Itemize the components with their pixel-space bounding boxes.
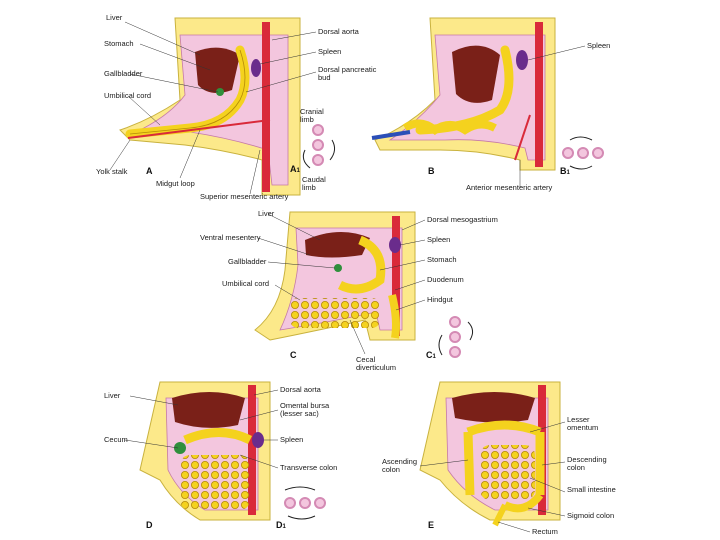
transverse-colon <box>183 428 253 445</box>
liver <box>195 47 240 94</box>
panel-letter-b: B <box>428 166 435 176</box>
hindgut <box>388 294 400 339</box>
yolk-stalk <box>371 130 411 140</box>
label-stomach-c: Stomach <box>427 255 457 264</box>
label-caudal-limb: Caudal limb <box>302 175 326 192</box>
panel-b <box>371 17 604 171</box>
spleen <box>516 50 528 70</box>
label-ventral-mesentery: Ventral mesentery <box>200 233 261 242</box>
dorsal-aorta <box>262 22 270 192</box>
label-anterior-mesenteric-artery: Anterior mesenteric artery <box>466 183 553 192</box>
label-superior-mesenteric-artery: Superior mesenteric artery <box>200 192 289 201</box>
panel-e <box>419 381 561 527</box>
liver <box>172 392 245 428</box>
rectum <box>492 503 508 527</box>
ascending-colon <box>463 431 475 496</box>
label-transverse-colon: Transverse colon <box>280 463 338 472</box>
panel-d <box>139 381 326 521</box>
label-lesser-omentum: Lesser omentum <box>567 415 599 432</box>
liver <box>305 231 370 258</box>
label-umbilical-cord-c: Umbilical cord <box>222 279 270 288</box>
label-gallbladder: Gallbladder <box>104 69 143 78</box>
label-spleen-d: Spleen <box>280 435 304 444</box>
small-intestine-loops <box>290 298 380 328</box>
label-cecal-diverticulum: Cecal diverticulum <box>356 355 397 372</box>
rotation-label-d1: D1 <box>276 520 286 530</box>
small-intestine-loops <box>180 455 250 510</box>
label-yolk-stalk: Yolk stalk <box>96 167 128 176</box>
label-dorsal-pancreatic-bud: Dorsal pancreatic bud <box>318 65 377 82</box>
panel-letter-a: A <box>146 166 153 176</box>
spleen <box>252 432 264 448</box>
spleen <box>389 237 401 253</box>
small-intestine-loops <box>480 445 535 500</box>
label-stomach: Stomach <box>104 39 134 48</box>
label-small-intestine: Small intestine <box>567 485 616 494</box>
panel-c <box>254 211 474 358</box>
label-spleen: Spleen <box>318 47 342 56</box>
dorsal-aorta <box>248 385 256 515</box>
rotation-label-a1: A1 <box>290 164 300 174</box>
rotation-label-c1: C1 <box>426 350 436 360</box>
stomach <box>452 45 500 103</box>
liver <box>452 392 535 423</box>
label-umbilical-cord: Umbilical cord <box>104 91 152 100</box>
rotation-diagram-a1 <box>302 124 336 169</box>
label-spleen-b: Spleen <box>587 41 611 50</box>
rotation-diagram-c1 <box>438 316 474 358</box>
label-liver: Liver <box>106 13 123 22</box>
transverse-colon <box>466 420 542 437</box>
gallbladder <box>334 264 342 272</box>
label-liver-d: Liver <box>104 391 121 400</box>
label-sigmoid-colon: Sigmoid colon <box>567 511 615 520</box>
rotation-diagram-b1 <box>562 136 604 170</box>
spleen <box>251 59 261 77</box>
label-ascending-colon: Ascending colon <box>382 457 418 474</box>
stomach <box>337 235 386 294</box>
gallbladder <box>216 88 224 96</box>
label-gallbladder-c: Gallbladder <box>228 257 267 266</box>
label-dorsal-aorta-d: Dorsal aorta <box>280 385 321 394</box>
dorsal-aorta <box>392 216 400 336</box>
label-midgut-loop: Midgut loop <box>156 179 195 188</box>
panel-letter-e: E <box>428 520 435 530</box>
panel-letter-c: C <box>290 350 297 360</box>
rotation-diagram-d1 <box>284 486 326 520</box>
rotation-label-b1: B1 <box>560 166 570 176</box>
panel-letter-d: D <box>146 520 153 530</box>
label-liver-c: Liver <box>258 209 275 218</box>
small-intestine-loops <box>402 119 497 135</box>
label-cecum: Cecum <box>104 435 128 444</box>
label-rectum: Rectum <box>532 527 558 536</box>
label-spleen-c: Spleen <box>427 235 451 244</box>
label-dorsal-mesogastrium: Dorsal mesogastrium <box>427 215 498 224</box>
anterior-mesenteric-artery <box>514 114 531 161</box>
dorsal-aorta <box>535 22 543 167</box>
cecum <box>174 442 186 454</box>
label-descending-colon: Descending colon <box>567 455 607 472</box>
label-duodenum: Duodenum <box>427 275 464 284</box>
umbilical-vessel <box>127 119 271 139</box>
label-hindgut: Hindgut <box>427 295 453 304</box>
panel-a <box>119 17 336 196</box>
label-cranial-limb: Cranial limb <box>300 107 324 124</box>
sigmoid-colon <box>503 492 544 513</box>
label-omental-bursa: Omental bursa (lesser sac) <box>280 401 330 418</box>
label-dorsal-aorta: Dorsal aorta <box>318 27 359 36</box>
leader-lines <box>109 21 586 533</box>
